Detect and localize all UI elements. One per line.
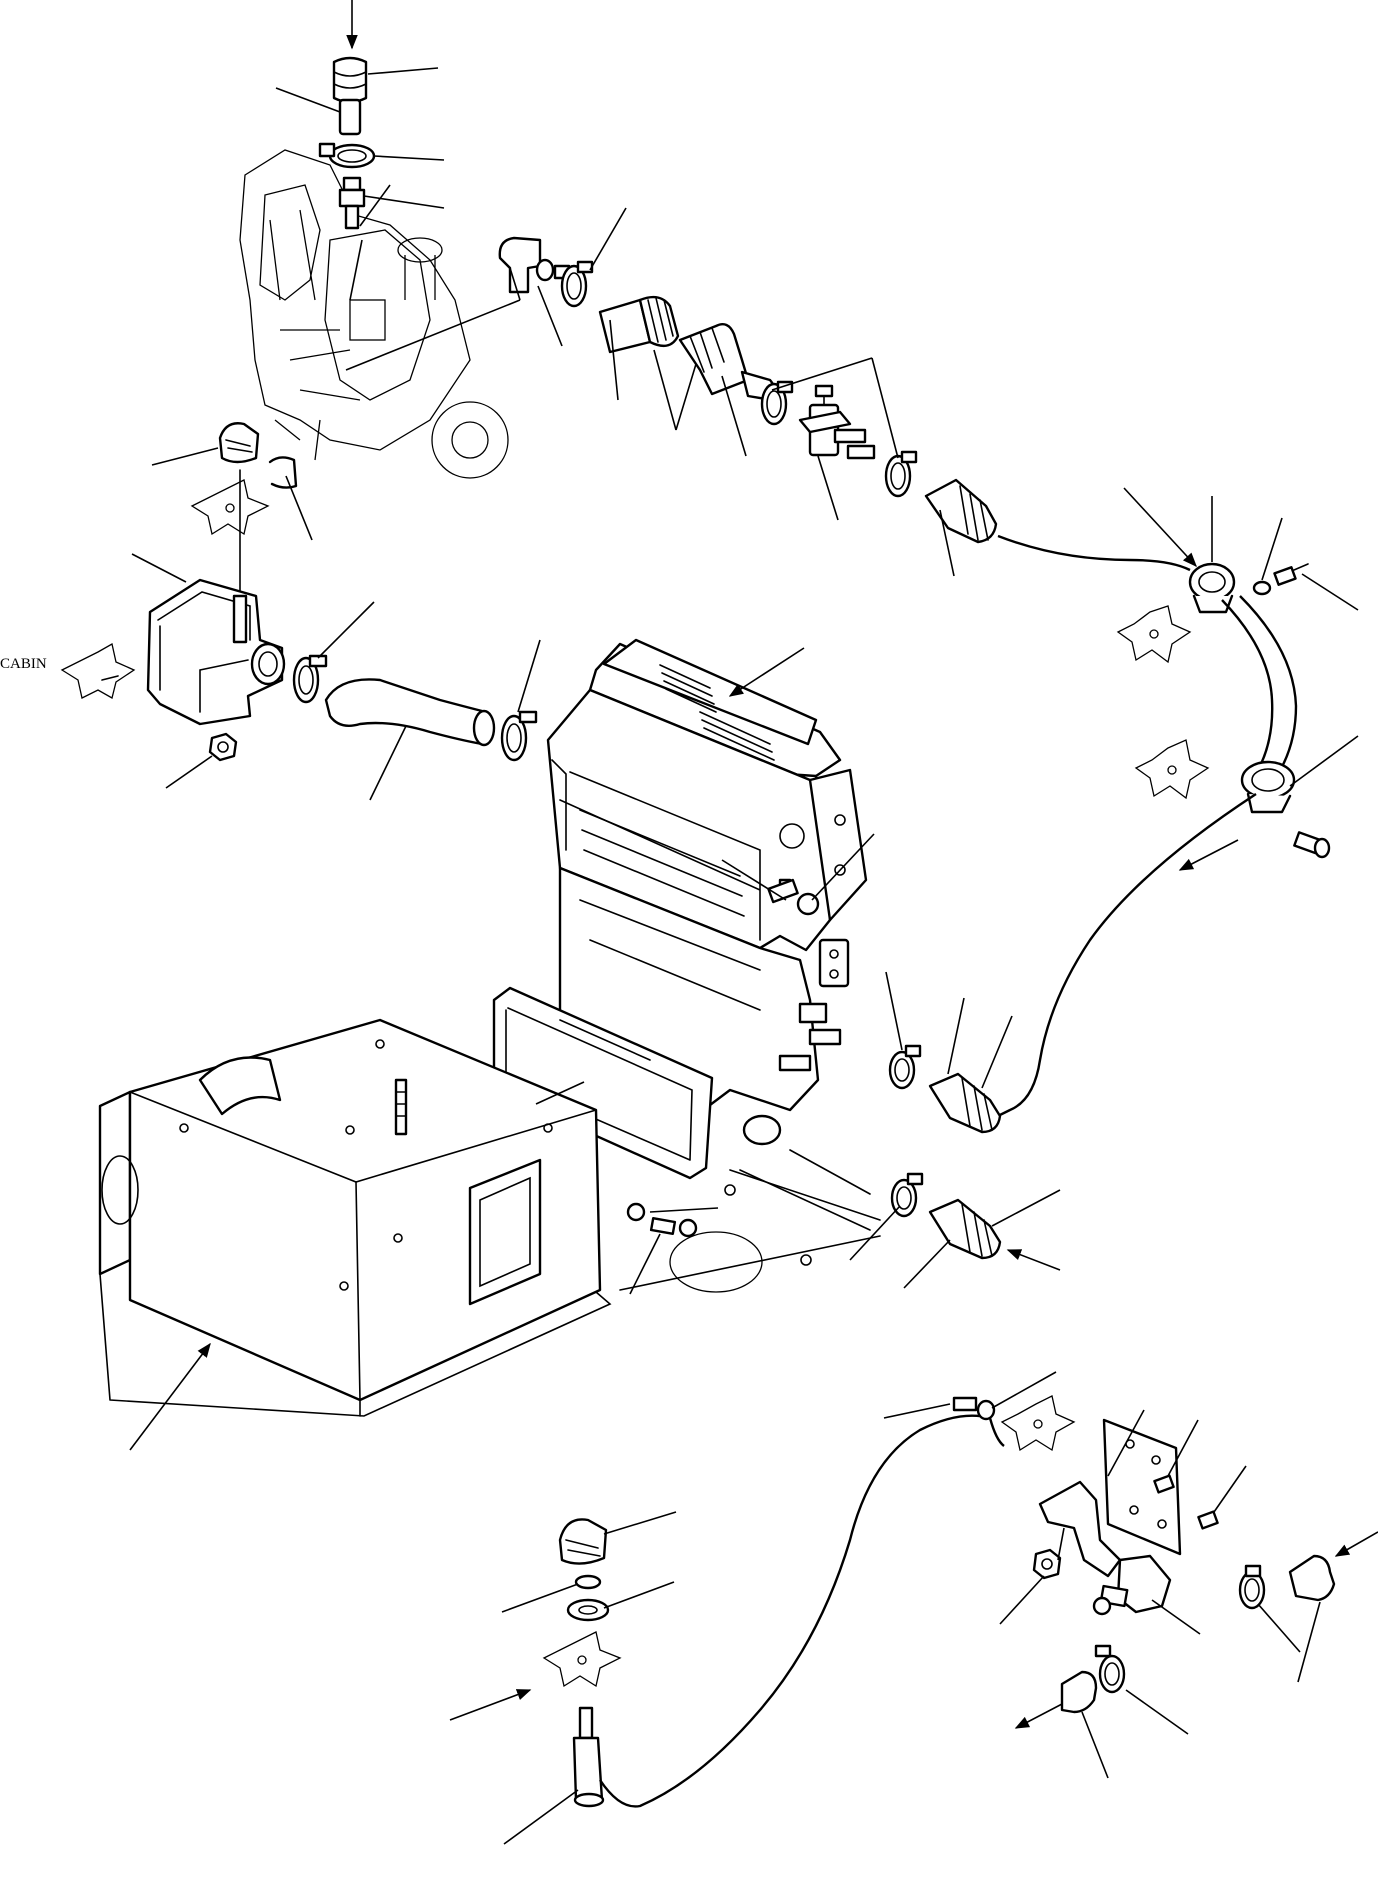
heater-inlet-flow-arrow xyxy=(1006,1249,1061,1271)
engine-elbow-fitting xyxy=(498,236,571,294)
water-valve xyxy=(798,384,876,460)
control-panel-plate xyxy=(542,1631,622,1688)
upper-hose-clamp-3 xyxy=(884,450,918,498)
water-valve-lever xyxy=(1038,1480,1122,1578)
water-valve-bracket xyxy=(1102,1418,1182,1556)
heater-cover-box xyxy=(98,1018,612,1417)
control-panel-arrow xyxy=(449,1689,532,1721)
upper-mount-plate xyxy=(1116,605,1192,664)
cabin-hose-right-arrow xyxy=(1334,1531,1378,1557)
bracket-screw-1 xyxy=(1153,1474,1175,1494)
control-knob-nut xyxy=(566,1598,610,1622)
bracket-nut xyxy=(1032,1548,1062,1580)
left-duct-knob xyxy=(218,422,260,464)
floor-plate xyxy=(619,1169,881,1293)
top-plug-fitting xyxy=(332,0,368,136)
bracket-screw-2 xyxy=(1197,1510,1219,1530)
defroster-nut xyxy=(208,732,238,762)
upper-hose-clamp-2 xyxy=(760,380,794,426)
cabin-label: CABIN xyxy=(0,656,47,672)
top-hose-clamp xyxy=(318,142,376,169)
upper-hose-segment-2 xyxy=(678,323,777,402)
heater-outlet-clamp xyxy=(888,1044,922,1090)
left-duct-mount-plate xyxy=(190,479,270,536)
heater-inlet-guide-lines xyxy=(729,1149,881,1221)
bracket-mount-plate xyxy=(1000,1395,1076,1452)
upper-grommet-bolt xyxy=(1252,563,1309,596)
heater-inlet-hose-end xyxy=(928,1198,1002,1260)
control-knob-washer xyxy=(574,1574,602,1590)
cabin-hose-right xyxy=(1288,1554,1336,1602)
left-duct-clip xyxy=(268,456,298,489)
cross-hose-upper xyxy=(1221,599,1274,771)
defroster-duct-box xyxy=(146,578,286,726)
cross-hose-upper-2 xyxy=(1239,595,1298,775)
heater-feed-hose xyxy=(997,534,1191,572)
upper-hose-clamp-1 xyxy=(560,260,594,308)
control-knob xyxy=(558,1518,608,1565)
lower-grommet xyxy=(1240,760,1296,814)
heater-unit xyxy=(546,638,868,1146)
heater-outlet-hose-end xyxy=(928,1072,1002,1134)
heater-return-hose xyxy=(983,792,1257,1124)
upper-hose-end-fitting xyxy=(924,478,998,544)
lower-grommet-bolt xyxy=(1293,831,1331,859)
top-nipple-fitting xyxy=(338,176,366,230)
engine-block-reference xyxy=(239,149,509,479)
duct-hose-clamp-left xyxy=(292,654,328,704)
control-cable-head xyxy=(572,1706,605,1808)
cabin-hose-left-arrow xyxy=(1014,1703,1063,1729)
bracket-bolt xyxy=(952,1396,996,1421)
duct-hose xyxy=(324,678,496,747)
control-cable xyxy=(599,1414,1005,1808)
cabin-hose-clamp-right xyxy=(1238,1564,1266,1610)
heater-cover-arrow xyxy=(129,1342,211,1451)
cabin-valve-body xyxy=(1092,1554,1172,1616)
cabin-hose-left xyxy=(1060,1670,1098,1714)
cabin-mount-plate xyxy=(60,642,136,699)
floor-bolt xyxy=(626,1202,698,1238)
cabin-hose-clamp-left xyxy=(1094,1644,1126,1694)
duct-hose-clamp-right xyxy=(500,710,538,762)
callout-leaders xyxy=(131,67,1359,1845)
lower-mount-plate xyxy=(1134,739,1210,800)
